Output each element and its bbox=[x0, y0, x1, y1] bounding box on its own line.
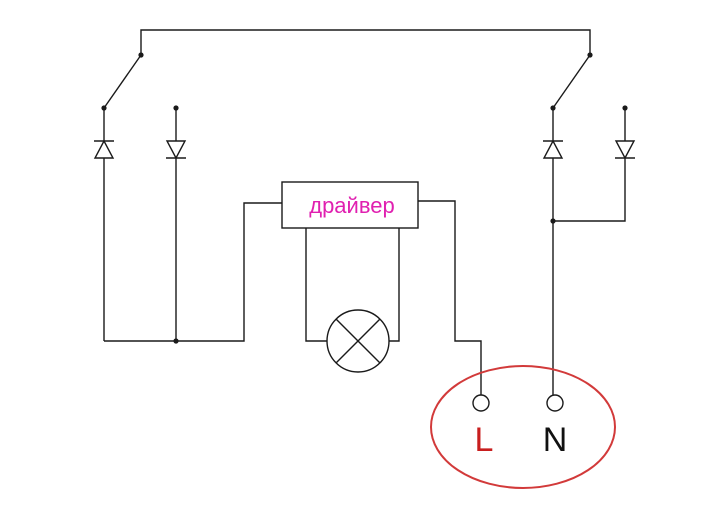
terminal-live-label: L bbox=[475, 421, 494, 459]
lamp-icon bbox=[326, 309, 390, 373]
diode-right-2 bbox=[550, 108, 636, 224]
lamp-wire-left bbox=[305, 228, 327, 342]
lamp-wire-right bbox=[389, 228, 400, 342]
terminal-neutral bbox=[546, 394, 564, 412]
top-bridge-wire bbox=[140, 29, 591, 55]
right-switch bbox=[550, 52, 628, 111]
driver-label: драйвер bbox=[309, 193, 395, 218]
left-switch bbox=[101, 52, 179, 111]
diode-left-1 bbox=[93, 108, 115, 341]
terminal-live bbox=[472, 394, 490, 412]
live-wire bbox=[418, 200, 482, 395]
diode-left-2 bbox=[165, 108, 187, 341]
diode-right-1 bbox=[542, 108, 564, 395]
left-bus-wire bbox=[104, 202, 282, 344]
driver-block: драйвер bbox=[281, 181, 419, 229]
terminal-neutral-label: N bbox=[543, 421, 568, 459]
highlight-ellipse bbox=[430, 365, 616, 489]
